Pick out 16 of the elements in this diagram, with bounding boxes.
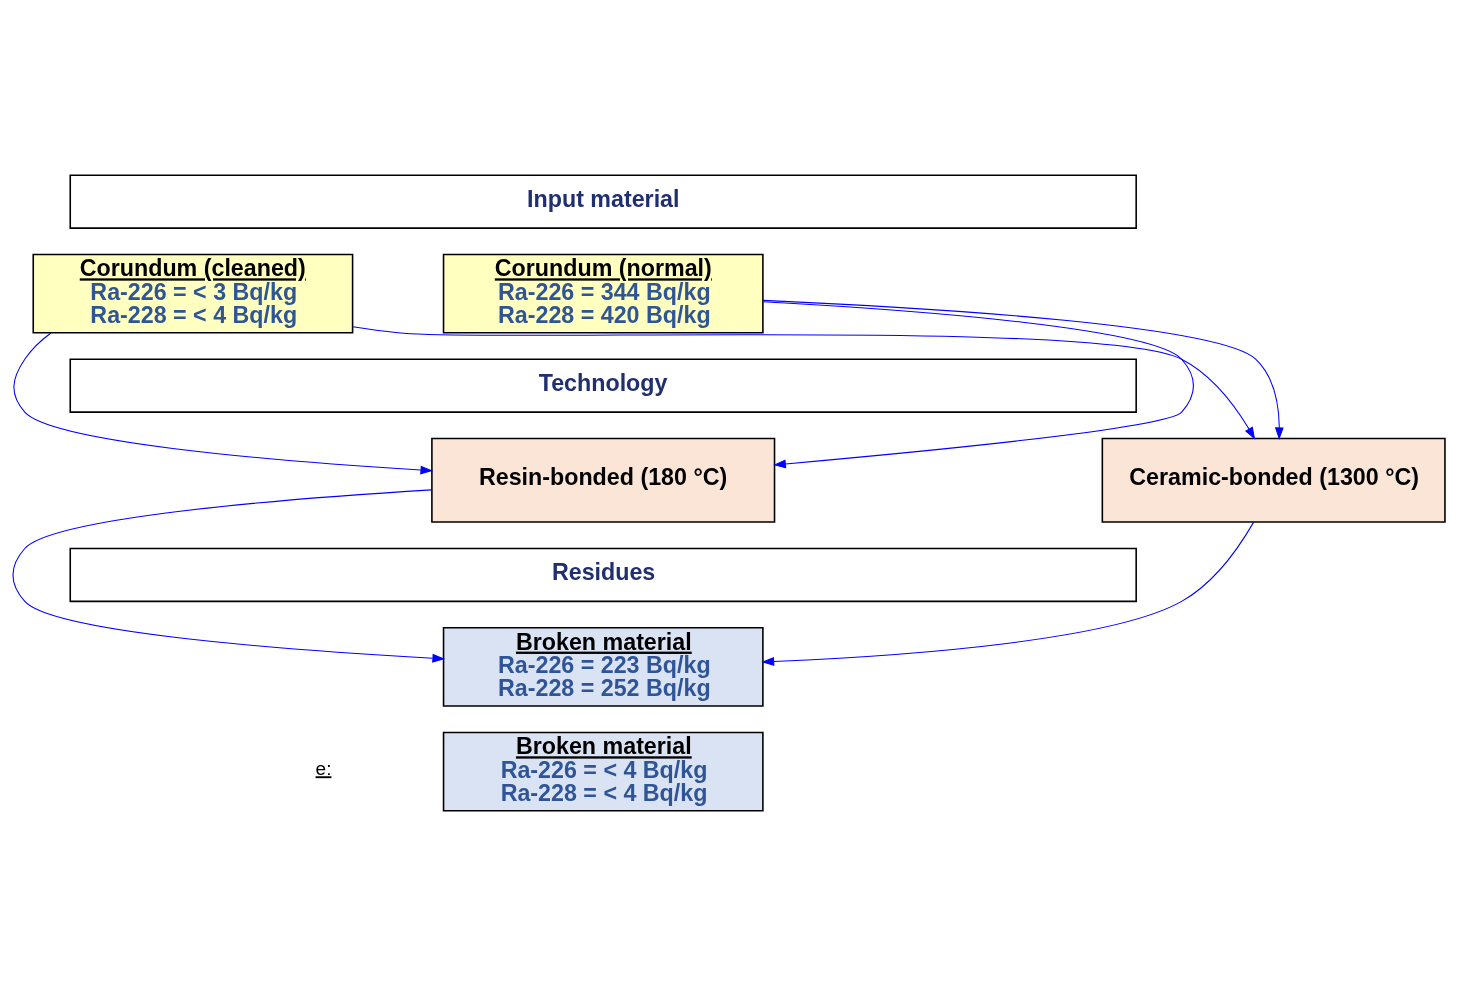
node-box: Resin-bonded (180 °C) [431, 437, 776, 523]
arrow [352, 325, 1256, 440]
arrow [762, 300, 1194, 468]
arrow [761, 521, 1255, 666]
node-box: Broken material Ra-226 = < 4 Bq/kg Ra-228 = < 4 Bq/kg [442, 731, 764, 812]
node-box: Residues [69, 547, 1137, 602]
node-box: Broken material Ra-226 = 223 Bq/kg Ra-228 = 252 Bq/kg [442, 626, 764, 707]
label: e: [315, 757, 332, 779]
arrow [12, 488, 446, 663]
node-box: Input material [69, 173, 1137, 229]
node-box: Corundum (normal) Ra-226 = 344 Bq/kg Ra-228 = 420 Bq/kg [442, 253, 764, 334]
node-box: Corundum (cleaned) Ra-226 = < 3 Bq/kg Ra-228 = < 4 Bq/kg [32, 253, 354, 334]
arrow [762, 299, 1284, 440]
node-box: Ceramic-bonded (1300 °C) [1101, 437, 1446, 523]
node-box: Technology [69, 357, 1137, 413]
arrow [13, 331, 434, 474]
